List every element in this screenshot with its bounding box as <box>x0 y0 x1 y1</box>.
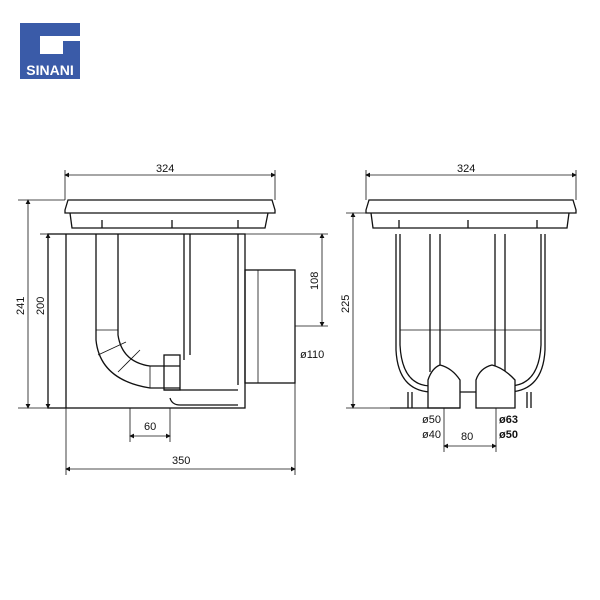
sinani-logo: SINANI <box>20 23 80 79</box>
side-view: 324 241 200 108 ø110 60 350 <box>15 163 328 475</box>
front-view: 324 225 80 ø50 ø40 ø63 ø50 <box>340 163 577 452</box>
dim-outlet-diameter: ø110 <box>300 349 324 361</box>
dim-total-height: 241 <box>15 297 27 315</box>
dim-front-lid-width: 324 <box>457 163 475 175</box>
dim-total-width: 350 <box>172 455 190 467</box>
dim-left-outlet-2: ø40 <box>422 429 441 441</box>
logo-text: SINANI <box>26 62 73 78</box>
dim-right-outlet-1: ø63 <box>499 414 518 426</box>
dim-front-height: 225 <box>340 295 352 313</box>
dim-body-height: 200 <box>35 297 47 315</box>
dim-inlet-offset: 60 <box>144 421 156 433</box>
dim-lid-width: 324 <box>156 163 174 175</box>
dim-outlet-height: 108 <box>309 272 321 290</box>
dim-right-outlet-2: ø50 <box>499 429 518 441</box>
dim-left-outlet-1: ø50 <box>422 414 441 426</box>
dim-outlet-spacing: 80 <box>461 431 473 443</box>
